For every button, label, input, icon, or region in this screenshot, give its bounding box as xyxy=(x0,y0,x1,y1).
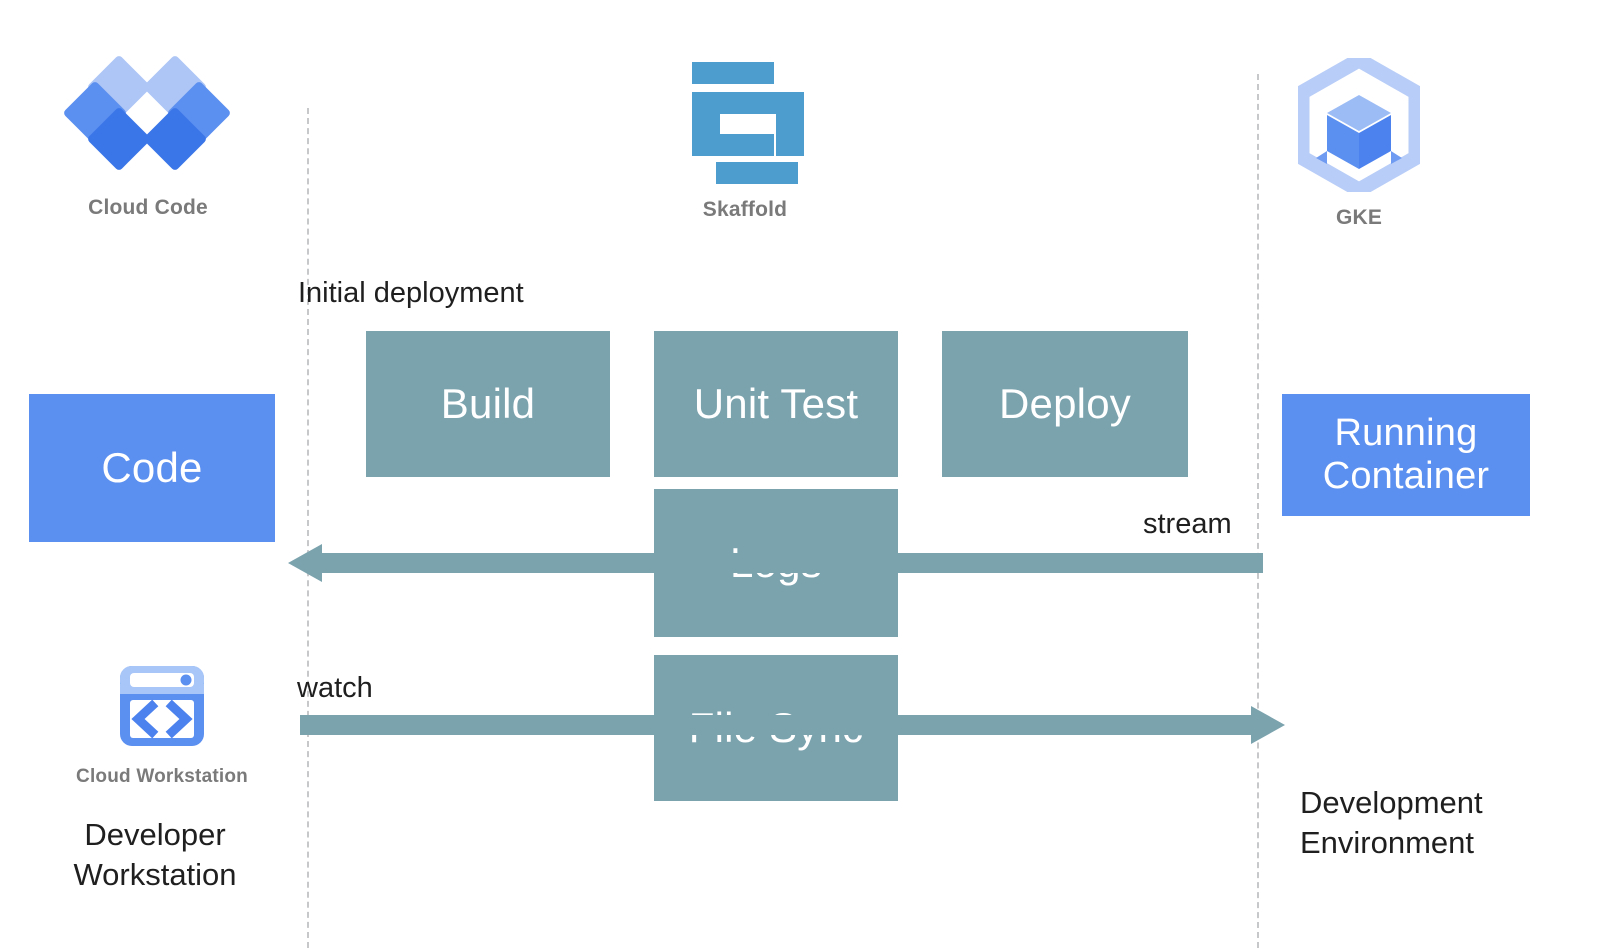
cloud-workstation-icon xyxy=(116,660,208,752)
development-environment-line-1: Development xyxy=(1300,785,1483,820)
label-stream: stream xyxy=(1143,508,1232,540)
running-container-line-2: Container xyxy=(1322,455,1490,497)
logo-cloud-code: Cloud Code xyxy=(48,54,248,220)
running-container-line-1: Running xyxy=(1334,412,1478,455)
developer-workstation-line-1: Developer xyxy=(84,817,226,852)
filesync-arrow xyxy=(300,706,1285,744)
box-deploy[interactable]: Deploy xyxy=(942,331,1188,477)
cloud-code-icon xyxy=(62,54,232,182)
label-watch: watch xyxy=(297,672,373,704)
logo-caption-gke: GKE xyxy=(1335,206,1383,229)
logo-cloud-workstation: Cloud Workstation xyxy=(58,660,266,788)
box-build[interactable]: Build xyxy=(366,331,610,477)
logo-caption-cloud-workstation: Cloud Workstation xyxy=(76,766,248,787)
logo-skaffold: Skaffold xyxy=(640,62,850,222)
logo-caption-cloud-code: Cloud Code xyxy=(88,196,208,219)
label-initial-deployment: Initial deployment xyxy=(298,277,524,309)
box-running-container[interactable]: Running Container xyxy=(1282,394,1530,516)
skaffold-icon xyxy=(686,62,804,184)
logo-caption-skaffold: Skaffold xyxy=(702,198,788,221)
boundary-line-right xyxy=(1257,74,1259,948)
development-environment-line-2: Environment xyxy=(1300,824,1475,860)
caption-developer-workstation: Developer Workstation xyxy=(30,815,280,894)
box-unit-test[interactable]: Unit Test xyxy=(654,331,898,477)
logs-arrow xyxy=(288,544,1263,582)
boundary-line-left xyxy=(307,108,309,948)
caption-development-environment: Development Environment xyxy=(1300,783,1600,862)
gke-icon xyxy=(1294,51,1424,199)
logo-gke: GKE xyxy=(1268,51,1450,230)
developer-workstation-line-2: Workstation xyxy=(73,856,237,892)
box-code[interactable]: Code xyxy=(29,394,275,542)
